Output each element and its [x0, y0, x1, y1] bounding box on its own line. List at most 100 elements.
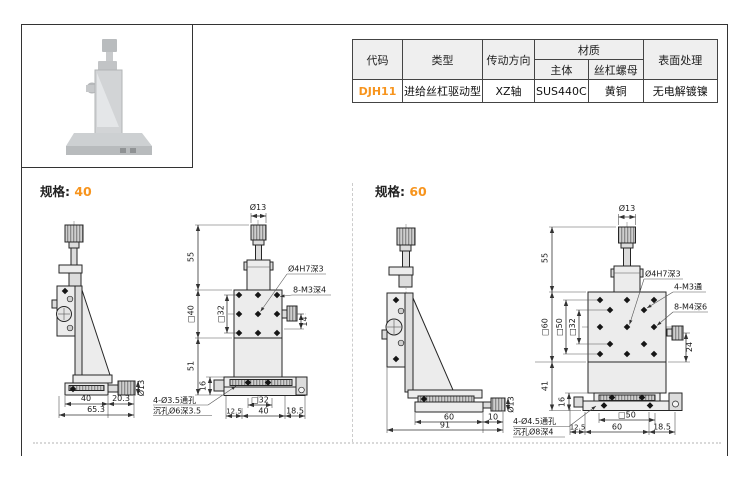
callout-label: 8-M3深4: [293, 286, 326, 295]
spec40-front-view: Ø13 □32 14: [153, 202, 331, 419]
micrometer-knob: [64, 224, 84, 243]
base-plate: [582, 400, 670, 411]
dim-label: Ø13: [136, 380, 146, 396]
dim-side-knob-dia: Ø13: [506, 396, 516, 412]
micrometer-knob-front: [618, 226, 636, 244]
spec60-label-text: 规格:: [375, 184, 405, 199]
dim-label: □32: [568, 318, 577, 336]
body-block: [233, 337, 283, 378]
dim-hole-square: □32: [568, 309, 607, 345]
dim-side-offset: 14: [284, 313, 309, 330]
section-divider: [352, 183, 353, 442]
dim-label: 60: [444, 413, 454, 422]
dim-label: 40: [258, 407, 268, 416]
gusset: [412, 297, 454, 391]
side-knob: [671, 325, 684, 341]
dim-side-bottom: 60 10 91: [386, 367, 504, 433]
dim-label: 10: [488, 413, 498, 422]
dim-hole-square: □32: [217, 294, 236, 334]
dim-label: 18.5: [653, 423, 671, 432]
dim-left-column: 55 □60 41: [535, 226, 616, 411]
dim-front-bottom: 12.5 60 18.5: [569, 408, 676, 435]
col-header-code: 代码: [352, 39, 403, 80]
dim-label: 65.3: [87, 405, 105, 414]
dim-side-knob-dia: Ø13: [135, 380, 146, 396]
dim-base-square: □32: [247, 396, 273, 408]
dim-label: □50: [555, 318, 564, 336]
dim-label: 91: [440, 421, 450, 430]
spec40-label: 规格: 40: [40, 181, 92, 200]
cell-surface: 无电解镀镍: [642, 79, 718, 103]
drawing-spec-60: Ø13 60 10 91 Ø13: [381, 203, 708, 438]
spec60-side-view: Ø13 60 10 91: [381, 224, 516, 433]
z-axis-knob: [117, 380, 136, 396]
dim-label: 40: [81, 394, 91, 403]
col-header-surface: 表面处理: [642, 39, 718, 80]
dim-label: □32: [217, 305, 226, 323]
dim-label: 24: [685, 342, 694, 352]
dim-label: 14: [300, 316, 309, 326]
callout-center-hole: Ø4H7深3: [260, 264, 326, 312]
note-line-2: 沉孔Ø6深3.5: [153, 406, 201, 416]
note-line-1: 4-Ø4.5通孔: [513, 416, 556, 426]
col-header-material: 材质: [534, 39, 644, 60]
callout-label: Ø4H7深3: [288, 264, 324, 274]
callout-m3-holes: 4-M3通: [646, 282, 706, 309]
product-photo: [66, 39, 152, 155]
dim-label: 16: [558, 397, 567, 407]
dim-label: □50: [618, 411, 636, 420]
callout-label: 4-M3通: [674, 282, 702, 292]
col-header-material-nut: 丝杠螺母: [587, 59, 644, 80]
callout-m4-holes: 8-M4深6: [656, 303, 708, 326]
note-through-holes: 4-Ø3.5通孔 沉孔Ø6深3.5: [153, 385, 237, 416]
cell-drive: XZ轴: [482, 79, 535, 103]
spec-table: 代码 类型 传动方向 材质 表面处理 主体 丝杠螺母 DJH11 进给丝杠驱动型…: [352, 39, 718, 103]
dim-knob-dia: Ø13: [250, 202, 267, 223]
note-through-holes: 4-Ø4.5通孔 沉孔Ø8深4: [513, 405, 597, 438]
table-row: DJH11 进给丝杠驱动型 XZ轴 SUS440C 黄铜 无电解镀镍: [352, 79, 718, 103]
base-plate: [223, 386, 306, 396]
dim-mid-square: □50: [555, 299, 597, 355]
dim-label: □60: [541, 318, 550, 336]
dim-base-height: 16: [558, 392, 594, 411]
cell-type: 进给丝杠驱动型: [402, 79, 483, 103]
col-header-material-body: 主体: [534, 59, 589, 80]
dim-label: Ø13: [250, 202, 266, 212]
dim-label: □40: [187, 305, 196, 323]
dim-label: 16: [199, 381, 208, 391]
dim-left-column: 55 □40 51: [187, 224, 249, 396]
bottom-divider: [33, 442, 721, 444]
spec60-label-value: 60: [409, 184, 427, 199]
col-header-drive: 传动方向: [482, 39, 535, 80]
dim-label: 12.5: [570, 424, 586, 432]
side-knob: [286, 305, 298, 322]
dim-label: 20.3: [112, 394, 130, 403]
col-header-type: 类型: [402, 39, 483, 80]
dim-side-bottom: 40 20.3 65.3: [58, 394, 135, 418]
cell-body: SUS440C: [534, 79, 589, 103]
callout-label: Ø4H7深3: [645, 269, 681, 279]
dim-label: 18.5: [286, 407, 304, 416]
note-line-1: 4-Ø3.5通孔: [153, 395, 196, 405]
spec40-label-text: 规格:: [40, 184, 70, 199]
gusset: [81, 289, 111, 376]
dim-label: 55: [187, 252, 196, 262]
dim-base-height: 16: [199, 376, 224, 395]
base-rail: [414, 401, 484, 413]
dim-front-bottom: 12.5 40 18.5: [225, 396, 306, 419]
z-axis-knob: [490, 397, 506, 412]
spec40-side-view: Ø13 40 20.3 65.3: [51, 221, 146, 418]
dim-base-square: □50: [598, 411, 656, 423]
dim-label: □32: [251, 396, 269, 405]
dim-label: Ø13: [506, 396, 516, 412]
spec40-label-value: 40: [74, 184, 92, 199]
spec60-label: 规格: 60: [375, 181, 427, 200]
dim-label: 41: [541, 381, 550, 391]
micrometer-knob: [396, 227, 416, 246]
page-border: [21, 24, 728, 456]
callout-tap-holes: 8-M3深4: [279, 286, 331, 298]
spec60-front-view: Ø13 55 □60: [513, 203, 708, 438]
body-block: [587, 361, 667, 394]
note-line-2: 沉孔Ø8深4: [513, 427, 553, 437]
